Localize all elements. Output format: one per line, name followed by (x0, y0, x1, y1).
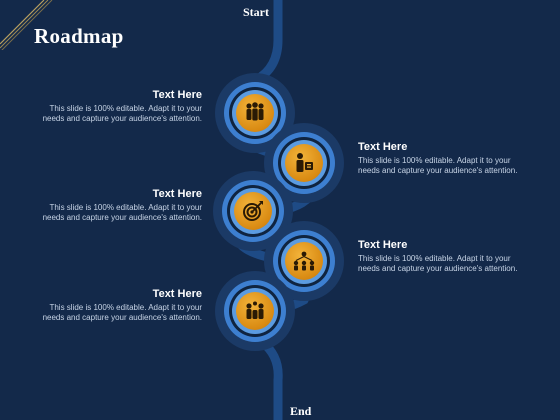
step-2-heading: Text Here (358, 141, 408, 153)
roadmap-node-5 (215, 271, 295, 351)
presenter-icon (296, 153, 313, 172)
step-3-heading: Text Here (152, 188, 202, 200)
step-5-text: Text Here This slide is 100% editable. A… (42, 288, 202, 323)
corner-decoration (0, 0, 53, 50)
network-icon (293, 251, 315, 271)
step-1-body: This slide is 100% editable. Adapt it to… (42, 104, 202, 123)
target-icon (243, 201, 263, 221)
step-3-text: Text Here This slide is 100% editable. A… (42, 188, 202, 223)
team-icon (246, 102, 264, 121)
roadmap-node-2 (264, 123, 344, 203)
start-label: Start (243, 5, 269, 19)
step-4-body: This slide is 100% editable. Adapt it to… (358, 254, 518, 273)
step-1-text: Text Here This slide is 100% editable. A… (42, 89, 202, 124)
end-label: End (290, 404, 312, 418)
step-2-body: This slide is 100% editable. Adapt it to… (358, 156, 518, 175)
step-4-heading: Text Here (358, 239, 408, 251)
page-title: Roadmap (34, 24, 124, 48)
step-5-body: This slide is 100% editable. Adapt it to… (42, 303, 202, 322)
step-5-heading: Text Here (152, 288, 202, 300)
step-3-body: This slide is 100% editable. Adapt it to… (42, 203, 202, 222)
step-1-heading: Text Here (152, 89, 202, 101)
roadmap-node-4 (264, 221, 344, 301)
step-2-text: Text Here This slide is 100% editable. A… (358, 141, 518, 176)
group-icon (246, 301, 264, 319)
step-4-text: Text Here This slide is 100% editable. A… (358, 239, 518, 274)
